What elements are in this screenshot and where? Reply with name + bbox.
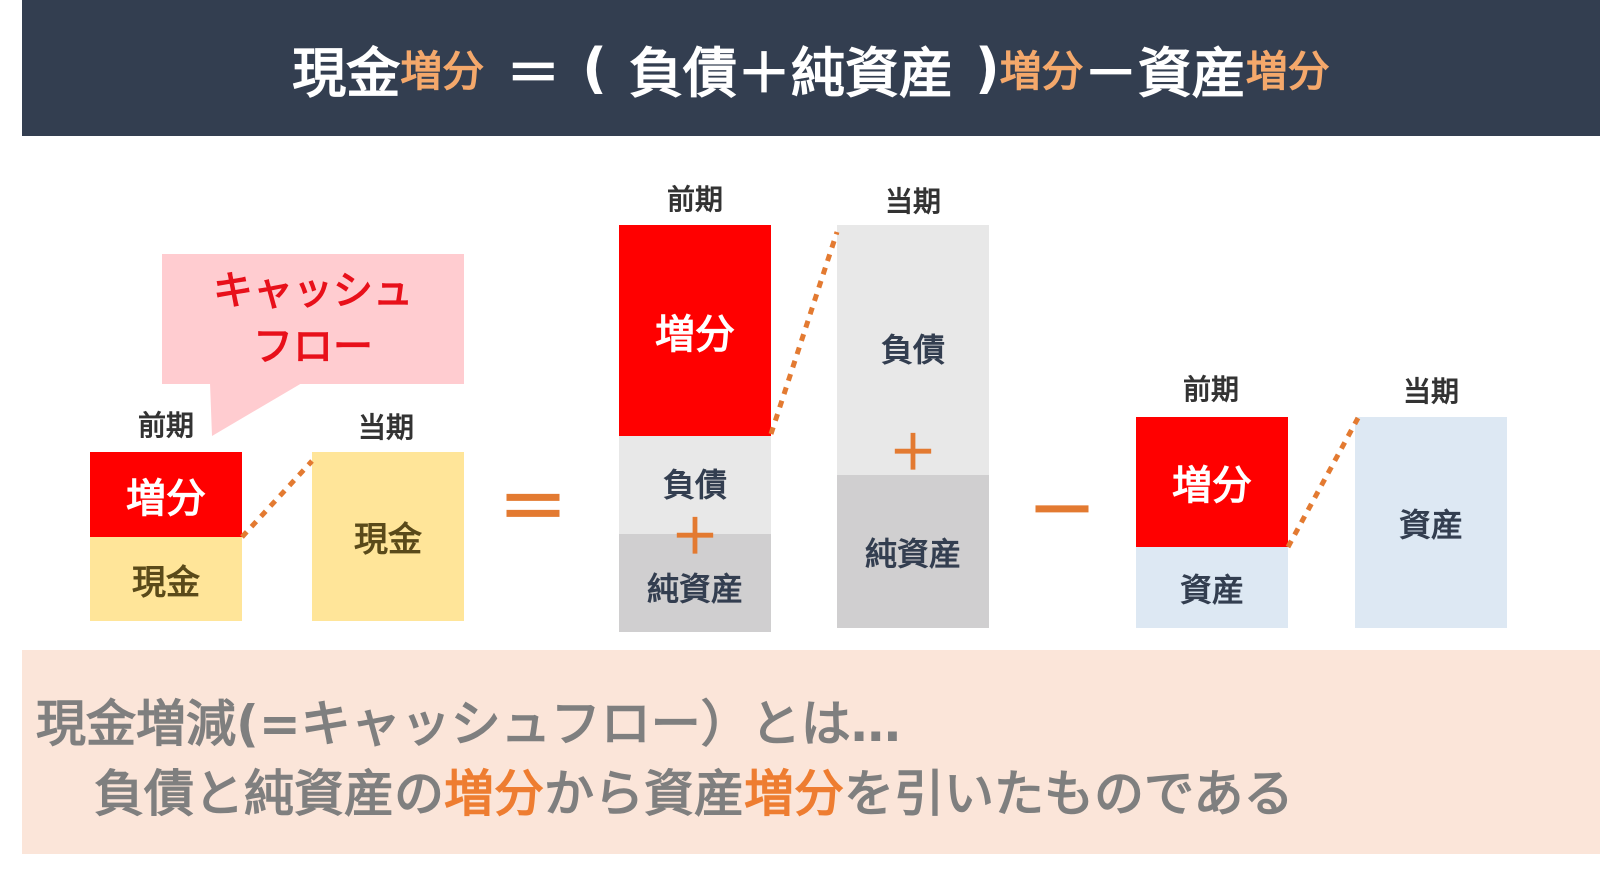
netasset-current-block: 純資産 <box>837 475 989 628</box>
cash-flow-callout: キャッシュ フロー <box>162 254 464 384</box>
explanation-line-1: 現金増減(=キャッシュフロー）とは… <box>36 695 901 753</box>
cash-previous-label: 前期 <box>137 409 194 442</box>
asset-current-label: 当期 <box>1402 375 1459 408</box>
formula-increase-3: 増分 <box>1245 46 1330 96</box>
explanation-line-2-part-c: から資産 <box>544 765 744 823</box>
cash-current-block: 現金 <box>312 452 464 621</box>
liab-current-block: 負債 <box>837 225 989 475</box>
formula-net-assets: 純資産 <box>790 41 953 105</box>
liab-previous-label-text: 負債 <box>662 466 727 504</box>
explanation-increase-1: 増分 <box>444 765 544 823</box>
explanation-increase-2: 増分 <box>744 765 844 823</box>
liab-current-label: 当期 <box>884 185 941 218</box>
liab-previous-block: 負債 <box>619 436 771 534</box>
explanation-line-2-part-e: を引いたものである <box>844 765 1294 823</box>
formula-close-paren: ) <box>974 36 1000 100</box>
cash-current-label: 当期 <box>357 411 414 444</box>
callout-line-1: キャッシュ <box>213 268 413 314</box>
formula-minus: － <box>1083 41 1138 105</box>
netasset-previous-block: 純資産 <box>619 534 771 632</box>
formula-equals: ＝ <box>506 41 561 105</box>
formula-header: 現金 増分 ＝ ( 負債 ＋ 純資産 ) 増分 － 資産 増分 <box>22 0 1600 136</box>
netasset-previous-label-text: 純資産 <box>646 570 743 608</box>
explanation-line-2: 負債と純資産の増分から資産増分を引いたものである <box>94 754 1294 826</box>
cash-increase-block: 増分 <box>90 452 242 537</box>
asset-previous-block: 資産 <box>1136 547 1288 628</box>
liab-connector-line <box>768 231 840 435</box>
formula-increase-2: 増分 <box>999 46 1084 96</box>
explanation-line-2-part-a: 負債と純資産の <box>94 765 444 823</box>
explanation-box: 現金増減(=キャッシュフロー）とは… 負債と純資産の増分から資産増分を引いたもの… <box>22 650 1600 854</box>
cash-previous-block: 現金 <box>90 537 242 621</box>
callout-tail <box>210 383 302 436</box>
asset-connector-line <box>1285 416 1361 549</box>
liab-increase-block: 増分 <box>619 225 771 436</box>
formula-assets: 資産 <box>1137 41 1246 105</box>
formula-increase-1: 増分 <box>400 46 485 96</box>
liab-previous-plus: ＋ <box>670 509 719 565</box>
asset-current-block: 資産 <box>1355 417 1507 628</box>
equals-sign: ＝ <box>498 466 568 549</box>
liab-current-label-text: 負債 <box>880 331 945 369</box>
formula-liabilities: 負債 <box>628 41 737 105</box>
asset-increase-block: 増分 <box>1136 417 1288 547</box>
asset-previous-label: 前期 <box>1182 373 1239 406</box>
formula-open-paren: ( <box>582 36 607 100</box>
liab-previous-label: 前期 <box>666 183 723 216</box>
formula-cash: 現金 <box>292 41 401 105</box>
callout-line-2: フロー <box>253 324 373 370</box>
cash-connector-line <box>240 459 314 539</box>
liab-current-plus: ＋ <box>888 425 937 481</box>
minus-sign: － <box>1027 469 1097 552</box>
formula-plus: ＋ <box>736 41 791 105</box>
